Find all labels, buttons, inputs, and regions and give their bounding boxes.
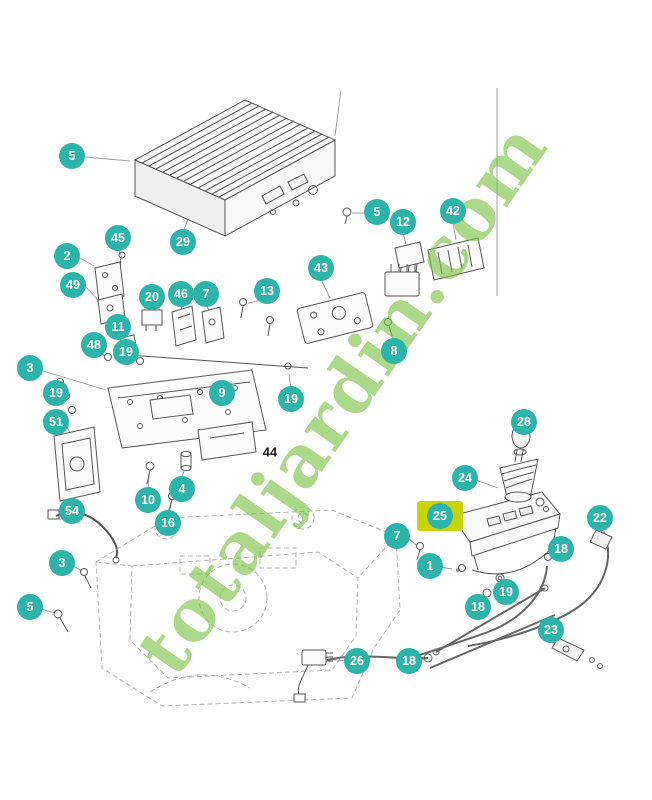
part-callout-16-39[interactable]: 16	[155, 510, 181, 536]
part-callout-19-16[interactable]: 19	[278, 386, 304, 412]
part-relay-cluster	[104, 298, 309, 370]
part-callout-23-31[interactable]: 23	[538, 617, 564, 643]
part-callout-11-9[interactable]: 11	[105, 314, 131, 340]
part-heatsink-unit	[133, 99, 352, 237]
part-callout-10-37[interactable]: 10	[135, 487, 161, 513]
part-callout-48-10[interactable]: 48	[81, 332, 107, 358]
part-callout-54-34[interactable]: 54	[59, 498, 85, 524]
part-cables	[326, 529, 613, 669]
part-callout-2-2[interactable]: 2	[54, 243, 80, 269]
part-callout-29-4[interactable]: 29	[170, 229, 196, 255]
part-control-panel	[416, 491, 561, 575]
part-plate-43	[296, 292, 374, 344]
part-callout-12-18[interactable]: 12	[390, 209, 416, 235]
part-callout-18-30[interactable]: 18	[465, 594, 491, 620]
part-callout-5-0[interactable]: 5	[59, 143, 85, 169]
part-callout-25-24[interactable]: 25	[427, 503, 453, 529]
part-callout-4-38[interactable]: 4	[169, 476, 195, 502]
part-callout-19-29[interactable]: 19	[493, 579, 519, 605]
part-connector-26	[293, 649, 333, 703]
part-callout-7-26[interactable]: 7	[384, 523, 410, 549]
part-callout-20-5[interactable]: 20	[139, 284, 165, 310]
part-callout-51-14[interactable]: 51	[43, 409, 69, 435]
part-callout-24-23[interactable]: 24	[452, 465, 478, 491]
part-brackets-left	[94, 251, 126, 325]
part-callout-8-21[interactable]: 8	[381, 338, 407, 364]
part-connectors-right	[384, 237, 485, 337]
part-callout-1-27[interactable]: 1	[417, 553, 443, 579]
part-callout-22-25[interactable]: 22	[587, 505, 613, 531]
part-callout-13-8[interactable]: 13	[254, 278, 280, 304]
part-callout-5-17[interactable]: 5	[364, 199, 390, 225]
part-callout-9-15[interactable]: 9	[209, 380, 235, 406]
part-callout-3-12[interactable]: 3	[17, 355, 43, 381]
part-callout-7-7[interactable]: 7	[193, 281, 219, 307]
part-callout-26-33[interactable]: 26	[344, 648, 370, 674]
part-chassis-outline	[95, 506, 401, 707]
part-callout-45-1[interactable]: 45	[105, 225, 131, 251]
part-callout-3-35[interactable]: 3	[49, 550, 75, 576]
part-callout-43-20[interactable]: 43	[308, 255, 334, 281]
part-callout-5-36[interactable]: 5	[17, 594, 43, 620]
part-callout-49-3[interactable]: 49	[60, 272, 86, 298]
part-callout-18-28[interactable]: 18	[548, 536, 574, 562]
part-callout-42-19[interactable]: 42	[440, 198, 466, 224]
part-callout-46-6[interactable]: 46	[168, 281, 194, 307]
part-label-44: 44	[262, 444, 278, 460]
part-callout-19-13[interactable]: 19	[43, 380, 69, 406]
part-callout-28-22[interactable]: 28	[511, 409, 537, 435]
part-callout-18-32[interactable]: 18	[396, 648, 422, 674]
part-callout-19-11[interactable]: 19	[113, 339, 139, 365]
